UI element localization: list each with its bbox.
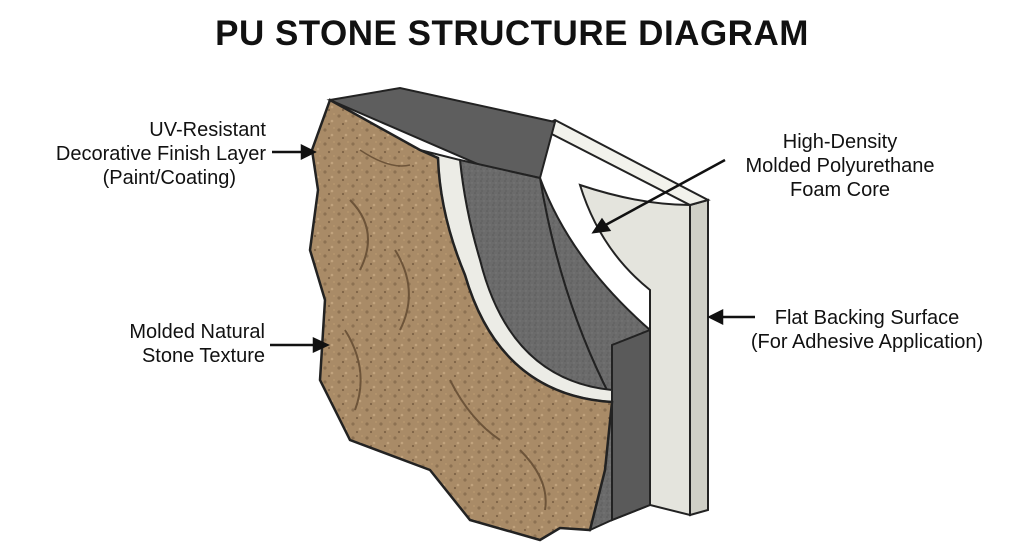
stone-texture-arrow — [270, 337, 330, 353]
stone-texture-label: Molded Natural Stone Texture — [60, 320, 265, 368]
finish-layer-line-1: UV-Resistant — [149, 119, 266, 141]
backing-line-1: Flat Backing Surface — [774, 307, 960, 329]
foam-core-arrow — [591, 158, 726, 234]
stone-texture-line-2: Stone Texture — [141, 345, 265, 367]
finish-layer-label: UV-Resistant Decorative Finish Layer (Pa… — [14, 118, 266, 190]
stone-texture-line-1: Molded Natural — [129, 321, 265, 343]
backing-label: Flat Backing Surface (For Adhesive Appli… — [722, 306, 1012, 354]
foam-core-label: High-Density Molded Polyurethane Foam Co… — [720, 130, 960, 202]
foam-core-line-3: Foam Core — [789, 179, 891, 201]
finish-layer-line-2: Decorative Finish Layer — [55, 143, 266, 165]
backing-arrow — [707, 308, 755, 326]
backing-line-2: (For Adhesive Application) — [750, 331, 984, 353]
foam-core-line-2: Molded Polyurethane — [745, 155, 935, 177]
foam-core-line-1: High-Density — [782, 131, 898, 153]
finish-layer-line-3: (Paint/Coating) — [102, 167, 236, 189]
stone-face — [308, 98, 614, 542]
diagram-title: PU STONE STRUCTURE DIAGRAM — [215, 14, 809, 53]
finish-layer-arrow — [272, 143, 317, 161]
backing-board — [537, 118, 711, 517]
arrows — [270, 143, 755, 353]
